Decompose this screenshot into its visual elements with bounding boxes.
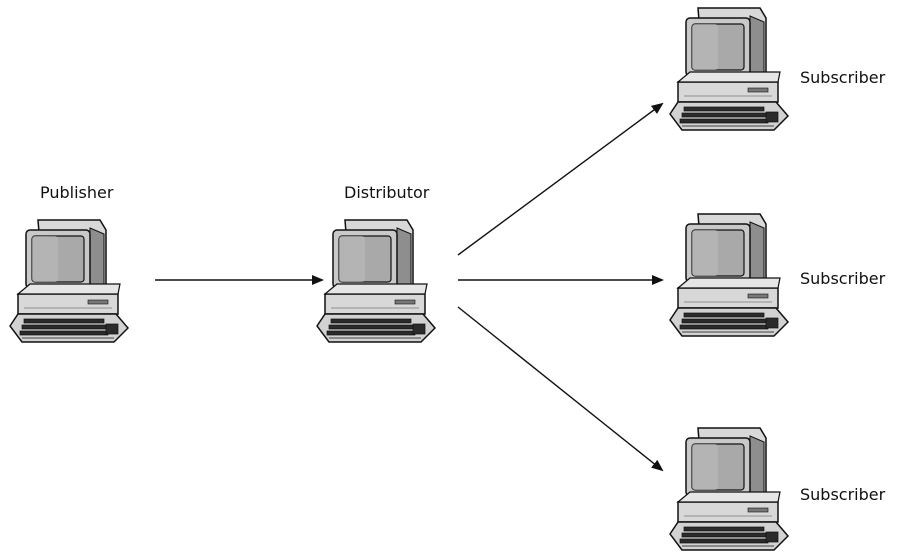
node-subscriber-2: Subscriber — [669, 213, 886, 337]
subscriber-1-computer-icon — [669, 7, 789, 131]
subscriber-3-computer-icon — [669, 427, 789, 551]
distributor-label: Distributor — [344, 183, 430, 202]
subscriber-2-label: Subscriber — [800, 269, 886, 288]
node-publisher: Publisher — [9, 183, 129, 343]
connections — [155, 102, 664, 472]
subscriber-1-label: Subscriber — [800, 68, 886, 87]
node-distributor: Distributor — [316, 183, 436, 343]
distributor-computer-icon — [316, 219, 436, 343]
edge-distributor-to-subscriber-1 — [457, 102, 664, 256]
publisher-label: Publisher — [40, 183, 114, 202]
subscriber-3-label: Subscriber — [800, 485, 886, 504]
node-subscriber-1: Subscriber — [669, 7, 886, 131]
publisher-computer-icon — [9, 219, 129, 343]
node-subscriber-3: Subscriber — [669, 427, 886, 551]
edge-distributor-to-subscriber-3 — [457, 306, 664, 472]
subscriber-2-computer-icon — [669, 213, 789, 337]
